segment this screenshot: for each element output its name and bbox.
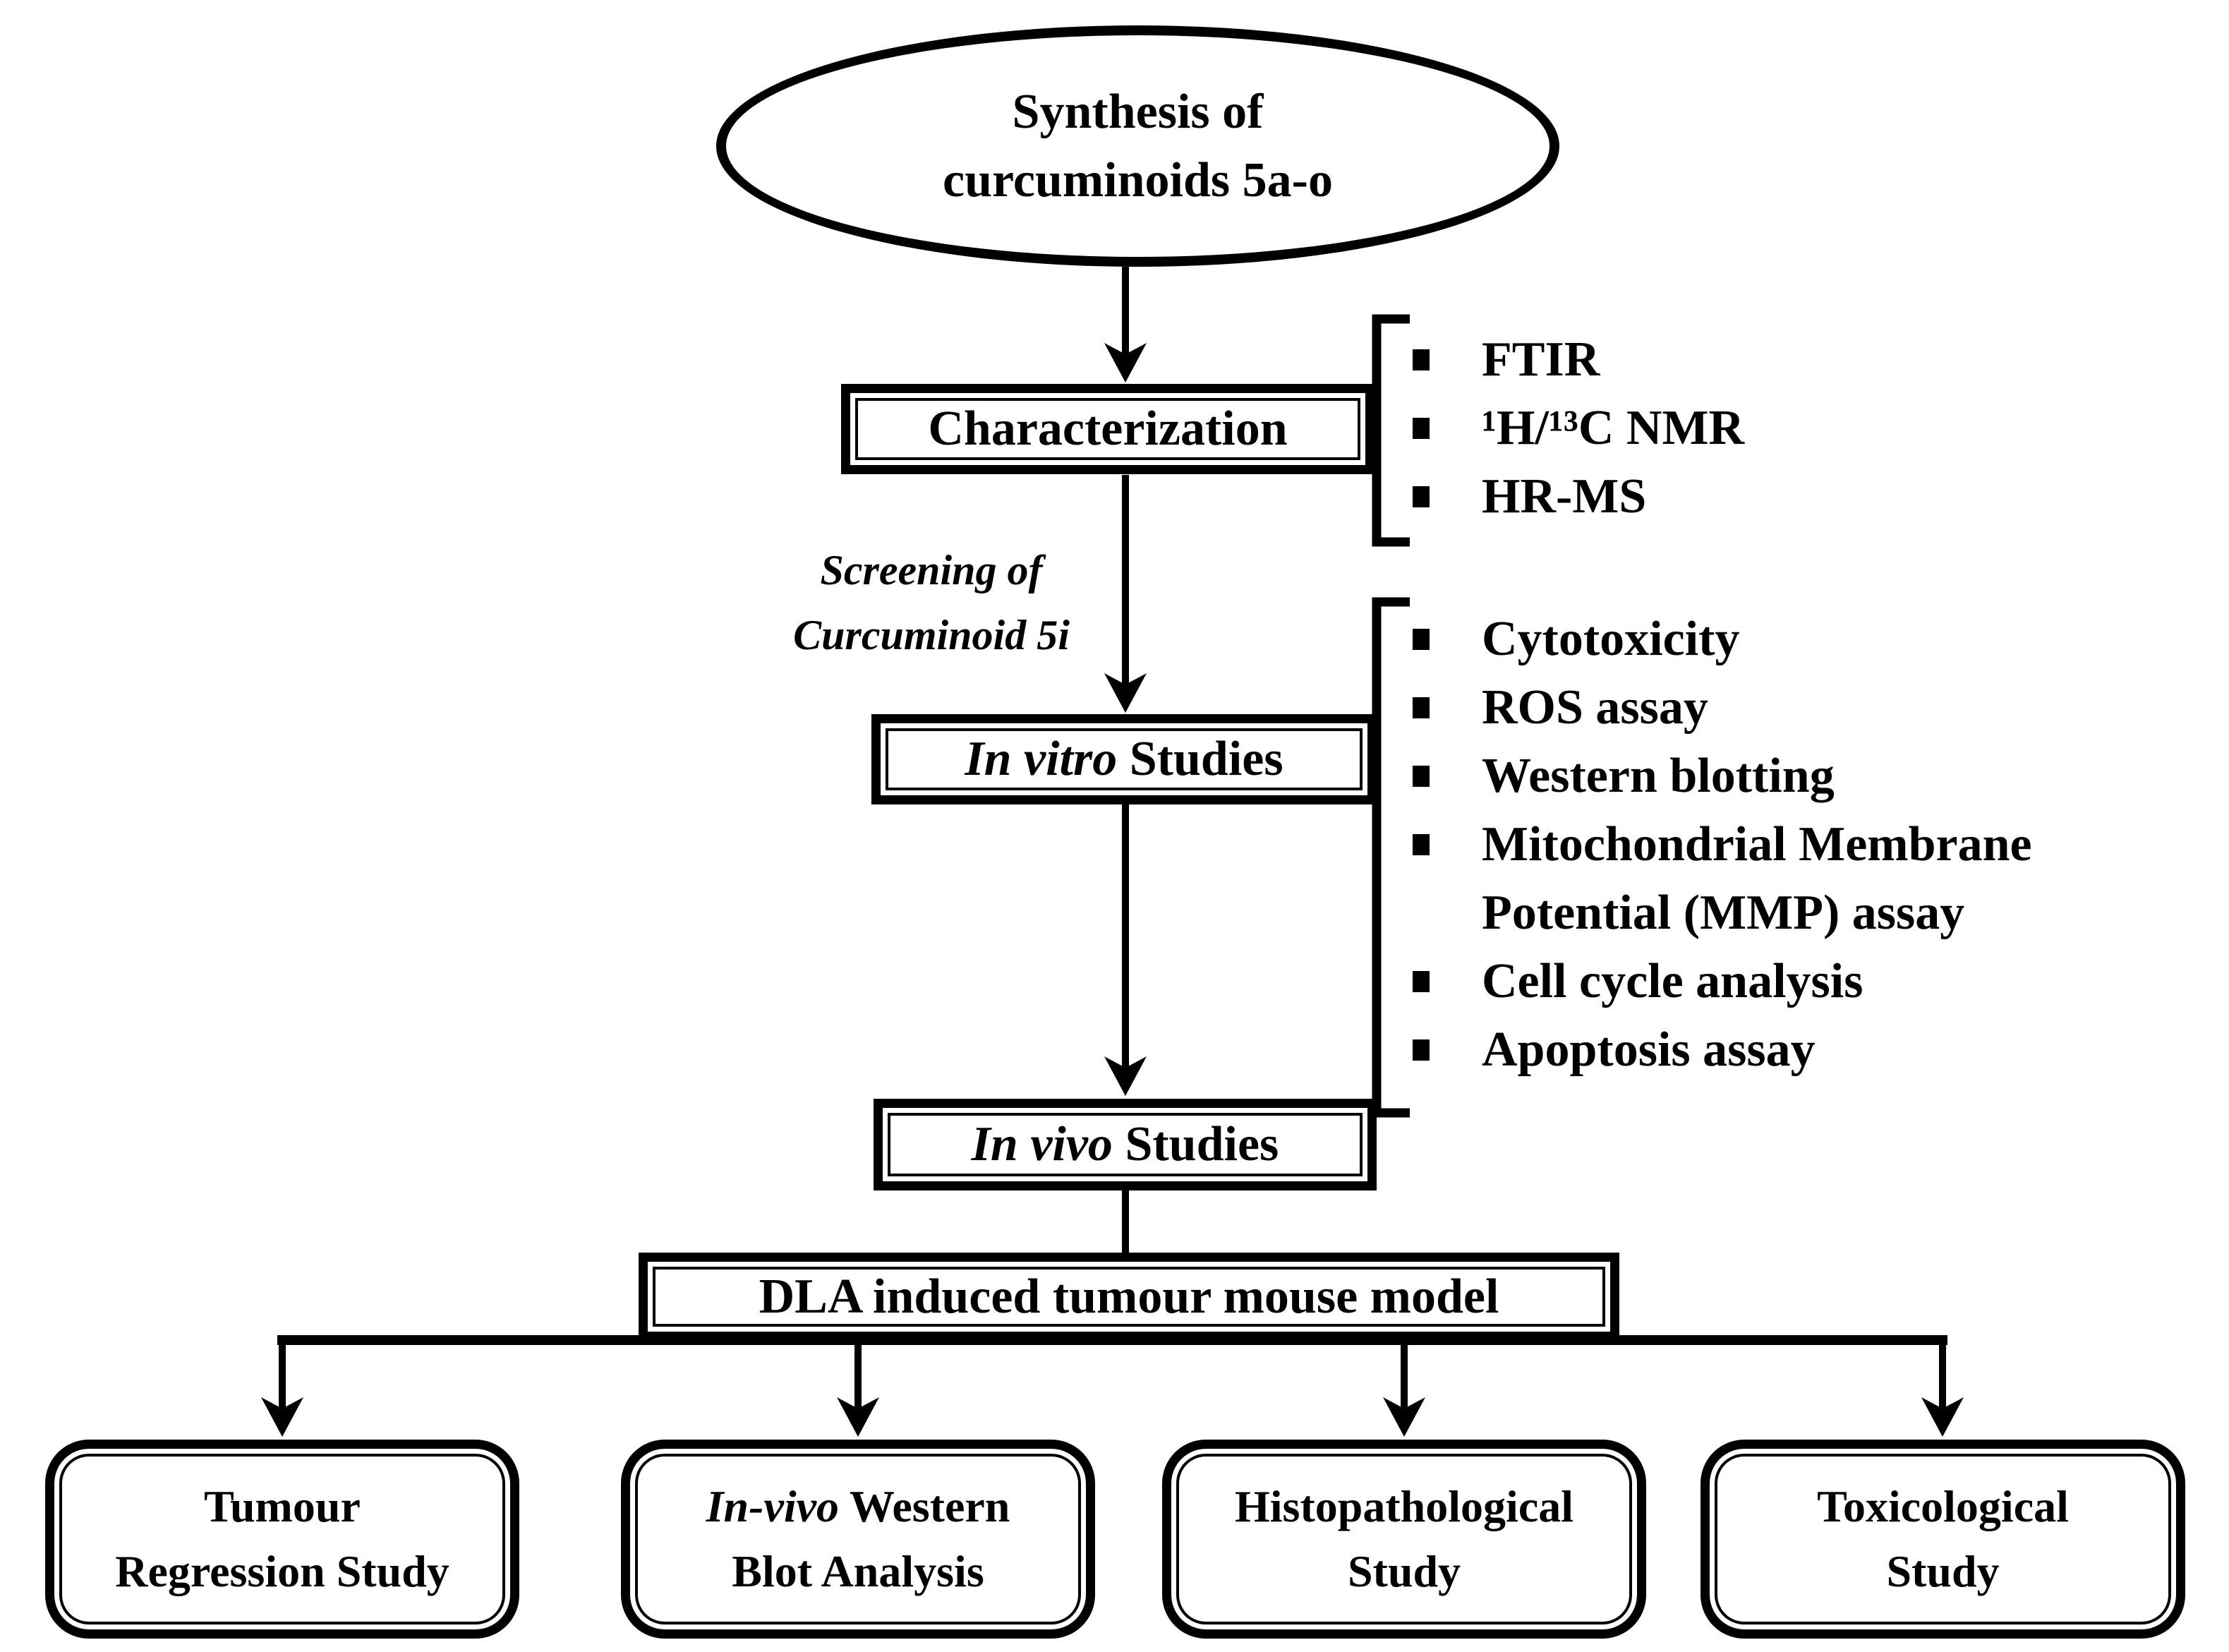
square-bullet-icon (1413, 486, 1430, 507)
start-ellipse-line2: curcuminoids 5a-o (943, 153, 1333, 207)
invivo-western-blot-box: In-vivo Western Blot Analysis (621, 1440, 1095, 1639)
list-item: ¹H/¹³C NMR (1411, 394, 1744, 462)
arrowhead-icon (1921, 1397, 1964, 1437)
square-bullet-icon (1413, 629, 1430, 650)
method-label: HR-MS (1482, 469, 1647, 524)
screening-note: Screening of Curcuminoid 5i (720, 538, 1143, 668)
bracket-characterization-icon (1372, 314, 1410, 547)
invitro-assay-list: Cytotoxicity ROS assay Western blotting … (1411, 605, 2124, 1084)
invitro-italic-part: In vitro (965, 732, 1118, 786)
square-bullet-icon (1413, 971, 1430, 992)
start-ellipse: Synthesis of curcuminoids 5a-o (716, 25, 1559, 267)
histopathological-line1: Histopathological (1234, 1481, 1574, 1531)
arrowhead-icon (1383, 1397, 1425, 1437)
assay-label: Mitochondrial Membrane Potential (MMP) a… (1482, 817, 2032, 940)
list-item: Cell cycle analysis (1411, 947, 2124, 1015)
assay-label: ROS assay (1482, 680, 1708, 735)
list-item: HR-MS (1411, 462, 1744, 531)
characterization-label: Characterization (928, 402, 1288, 456)
assay-label: Western blotting (1482, 749, 1835, 803)
list-item: Mitochondrial Membrane Potential (MMP) a… (1411, 810, 2124, 947)
western-blot-line1: In-vivo Western (706, 1474, 1010, 1539)
bracket-invitro-icon (1372, 597, 1410, 1118)
dla-model-label: DLA induced tumour mouse model (759, 1269, 1499, 1324)
tumour-regression-box: Tumour Regression Study (45, 1440, 519, 1639)
invitro-studies-label: In vitro Studies (965, 727, 1283, 792)
assay-label: Cytotoxicity (1482, 612, 1740, 666)
arrowhead-icon (1104, 1056, 1147, 1096)
tumour-regression-line2: Regression Study (115, 1546, 449, 1596)
square-bullet-icon (1413, 349, 1430, 370)
invitro-studies-box: In vitro Studies (871, 714, 1377, 804)
assay-label: Cell cycle analysis (1482, 954, 1863, 1008)
characterization-method-list: FTIR ¹H/¹³C NMR HR-MS (1411, 325, 1744, 531)
dla-model-box: DLA induced tumour mouse model (639, 1253, 1619, 1341)
start-ellipse-line1: Synthesis of (1012, 85, 1264, 139)
western-rest-part: Western (849, 1481, 1010, 1531)
screening-note-line1: Screening of (820, 547, 1043, 593)
invivo-rest-part: Studies (1125, 1117, 1279, 1171)
list-item: Cytotoxicity (1411, 605, 2124, 673)
invivo-italic-part: In vivo (971, 1117, 1113, 1171)
toxicological-line1: Toxicological (1817, 1481, 2069, 1531)
invitro-rest-part: Studies (1129, 732, 1283, 786)
square-bullet-icon (1413, 418, 1430, 439)
list-item: Apoptosis assay (1411, 1015, 2124, 1084)
characterization-box: Characterization (841, 384, 1375, 474)
square-bullet-icon (1413, 834, 1430, 855)
toxicological-line2: Study (1886, 1546, 2000, 1596)
arrowhead-icon (261, 1397, 303, 1437)
western-italic-part: In-vivo (706, 1481, 840, 1531)
toxicological-box: Toxicological Study (1701, 1440, 2185, 1639)
method-label: ¹H/¹³C NMR (1482, 401, 1745, 455)
invivo-studies-label: In vivo Studies (972, 1112, 1279, 1177)
histopathological-line2: Study (1347, 1546, 1461, 1596)
tumour-regression-line1: Tumour (204, 1481, 361, 1531)
method-label: FTIR (1482, 332, 1600, 387)
square-bullet-icon (1413, 766, 1430, 787)
list-item: Western blotting (1411, 742, 2124, 810)
assay-label: Apoptosis assay (1482, 1023, 1816, 1077)
arrowhead-icon (837, 1397, 879, 1437)
arrowhead-icon (1104, 343, 1147, 382)
square-bullet-icon (1413, 1039, 1430, 1061)
invivo-studies-box: In vivo Studies (874, 1099, 1377, 1190)
list-item: FTIR (1411, 325, 1744, 394)
histopathological-box: Histopathological Study (1162, 1440, 1646, 1639)
square-bullet-icon (1413, 697, 1430, 718)
list-item: ROS assay (1411, 673, 2124, 742)
screening-note-line2: Curcuminoid 5i (793, 612, 1070, 658)
western-blot-line2: Blot Analysis (732, 1546, 984, 1596)
arrowhead-icon (1104, 673, 1147, 713)
